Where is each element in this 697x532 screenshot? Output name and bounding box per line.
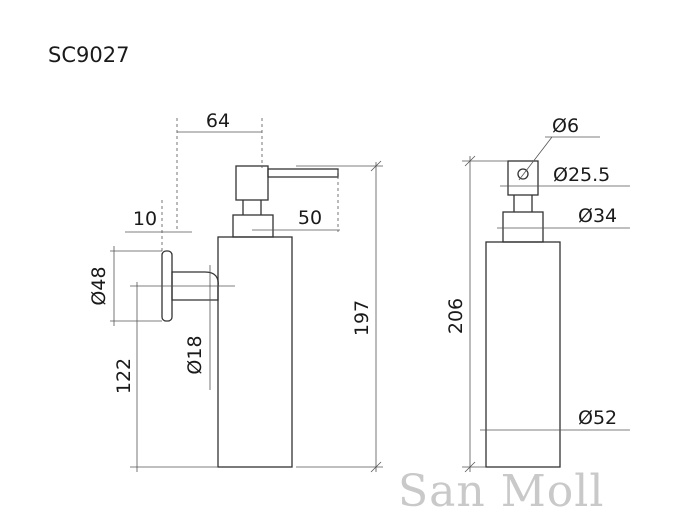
- dim-6-label: Ø6: [552, 115, 579, 137]
- dim-206-tick-bottom: [464, 461, 476, 473]
- dim-122-label: 122: [113, 358, 135, 394]
- front-pump-head: [507, 160, 539, 196]
- wall-arm: [171, 271, 219, 301]
- brand-watermark: San Moll: [398, 466, 604, 517]
- dim-34-label: Ø34: [578, 205, 617, 227]
- pump-head: [235, 165, 269, 201]
- dim-6-leader: [518, 136, 553, 181]
- front-view: Ø6 Ø25.5 Ø34 Ø52 206: [445, 115, 630, 473]
- nozzle-hole: [517, 168, 529, 180]
- side-view: 64 10 50 Ø48 Ø18 122 197: [88, 110, 383, 473]
- dim-64-label: 64: [206, 110, 230, 132]
- bottle-body: [217, 236, 293, 468]
- dim-206-label: 206: [445, 298, 467, 334]
- model-number: SC9027: [48, 43, 129, 67]
- dim-25-5-label: Ø25.5: [553, 164, 610, 186]
- dim-52-label: Ø52: [578, 407, 617, 429]
- dim-206-tick-top: [464, 155, 476, 167]
- dim-48-label: Ø48: [88, 266, 110, 305]
- pump-spout: [267, 168, 339, 178]
- dim-197-tick-top: [370, 160, 382, 172]
- front-bottle-body: [485, 241, 561, 468]
- pump-collar: [232, 214, 274, 238]
- dim-18-label: Ø18: [184, 335, 206, 374]
- dim-10-label: 10: [133, 208, 157, 230]
- front-collar: [502, 211, 544, 243]
- dim-197-label: 197: [351, 300, 373, 336]
- dim-50-label: 50: [298, 207, 322, 229]
- dim-197-tick-bottom: [370, 461, 382, 473]
